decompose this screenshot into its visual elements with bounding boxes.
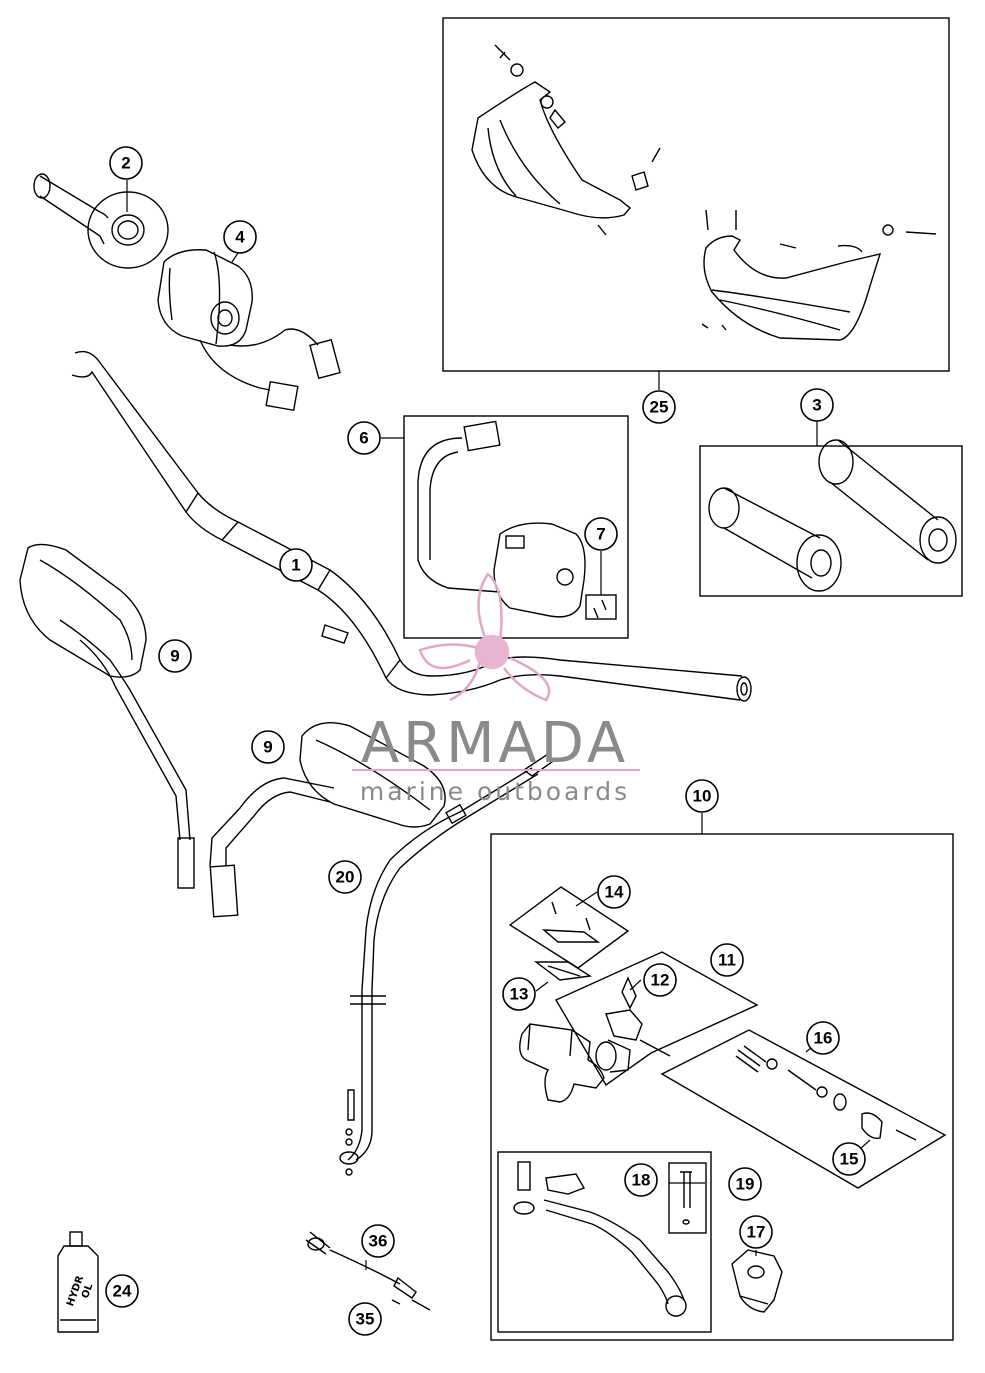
- throttle-housing-drawing: [157, 249, 341, 412]
- inset-box-6: [403, 415, 629, 639]
- callout-12: [643, 963, 677, 997]
- callout-label-25: 25: [650, 398, 669, 417]
- callout-label-11: 11: [718, 951, 736, 970]
- lever-19: [513, 1161, 687, 1317]
- callout-label-9b: 9: [263, 738, 272, 757]
- callout-1: [279, 548, 313, 582]
- callout-label-7: 7: [596, 525, 605, 544]
- callout-4: [223, 220, 257, 254]
- grips-drawing: [708, 439, 957, 592]
- callout-label-4: 4: [235, 228, 245, 247]
- diaphragm-13: [533, 961, 592, 981]
- oil-bottle-drawing: [57, 1231, 99, 1333]
- callout-markers: [105, 146, 866, 1336]
- callout-14: [597, 875, 631, 909]
- callout-label-1: 1: [291, 556, 300, 575]
- watermark-subtitle: marine outboards: [360, 777, 630, 806]
- callout-36: [361, 1224, 395, 1258]
- watermark-title: ARMADA: [361, 711, 629, 776]
- inset-box-25: [442, 17, 950, 372]
- callout-label-18: 18: [632, 1171, 651, 1190]
- brake-line-drawing: [339, 752, 553, 1176]
- callout-label-3: 3: [812, 396, 821, 415]
- callout-label-24: 24: [113, 1282, 132, 1301]
- adjuster-15: [861, 1112, 917, 1141]
- inset-box-19: [497, 1151, 712, 1333]
- left-grip-drawing: [33, 173, 169, 269]
- pin-18: [680, 1171, 692, 1225]
- callout-19: [728, 1167, 762, 1201]
- brake-switch-drawing: [305, 1231, 431, 1311]
- callout-label-20: 20: [336, 868, 355, 887]
- callout-25: [642, 390, 676, 424]
- callout-numbers: 1 2 3 4 6 7 9 9 10 11 12 13 14 15 16 17 …: [113, 154, 859, 1329]
- inset-box-11: [555, 951, 759, 1087]
- callout-35: [348, 1302, 382, 1336]
- callout-label-9a: 9: [170, 647, 179, 666]
- master-cylinder-drawing: [519, 1023, 631, 1103]
- callout-6: [347, 421, 381, 455]
- callout-label-2: 2: [121, 154, 130, 173]
- right-switch-drawing: [417, 420, 586, 618]
- oil-label-line-2: OL: [80, 1282, 96, 1300]
- callout-3: [800, 388, 834, 422]
- propeller-logo: [418, 572, 551, 702]
- callout-label-35: 35: [356, 1310, 375, 1329]
- oil-bottle-label: HYDR OL: [65, 1274, 96, 1308]
- inset-box-10: [490, 833, 954, 1341]
- inset-box-7: [585, 594, 617, 620]
- callout-24: [105, 1274, 139, 1308]
- callout-9a: [158, 639, 192, 673]
- clamp-12: [605, 976, 671, 1057]
- callout-label-36: 36: [369, 1232, 388, 1251]
- screws-drawing-7: [593, 599, 607, 619]
- callout-11: [710, 943, 744, 977]
- callout-label-19: 19: [736, 1175, 755, 1194]
- callout-7: [584, 517, 618, 551]
- callout-label-13: 13: [510, 985, 529, 1004]
- callout-label-17: 17: [747, 1223, 766, 1242]
- callout-label-15: 15: [840, 1150, 859, 1169]
- inset-box-18: [668, 1162, 707, 1234]
- right-mirror-drawing: [209, 722, 446, 918]
- callout-label-10: 10: [693, 787, 712, 806]
- hand-guards-drawing: [471, 44, 937, 341]
- callout-10: [685, 779, 719, 813]
- reservoir-cap-14: [541, 901, 601, 943]
- callout-16: [806, 1021, 840, 1055]
- callout-20: [328, 860, 362, 894]
- callout-17: [739, 1215, 773, 1249]
- left-mirror-drawing: [19, 543, 195, 889]
- callout-label-14: 14: [605, 883, 624, 902]
- lever-guard-17: [731, 1249, 783, 1313]
- inset-box-14: [508, 886, 630, 969]
- callout-9b: [251, 730, 285, 764]
- callout-15: [832, 1142, 866, 1176]
- callout-label-12: 12: [651, 971, 670, 990]
- callout-label-16: 16: [814, 1029, 833, 1048]
- piston-set-16: [735, 1045, 847, 1111]
- inset-box-3: [699, 445, 963, 597]
- watermark: ARMADA marine outboards: [352, 572, 640, 806]
- callout-13: [502, 977, 536, 1011]
- callout-18: [624, 1163, 658, 1197]
- callout-label-6: 6: [359, 429, 368, 448]
- inset-box-16: [660, 1029, 947, 1189]
- callout-2: [109, 146, 143, 180]
